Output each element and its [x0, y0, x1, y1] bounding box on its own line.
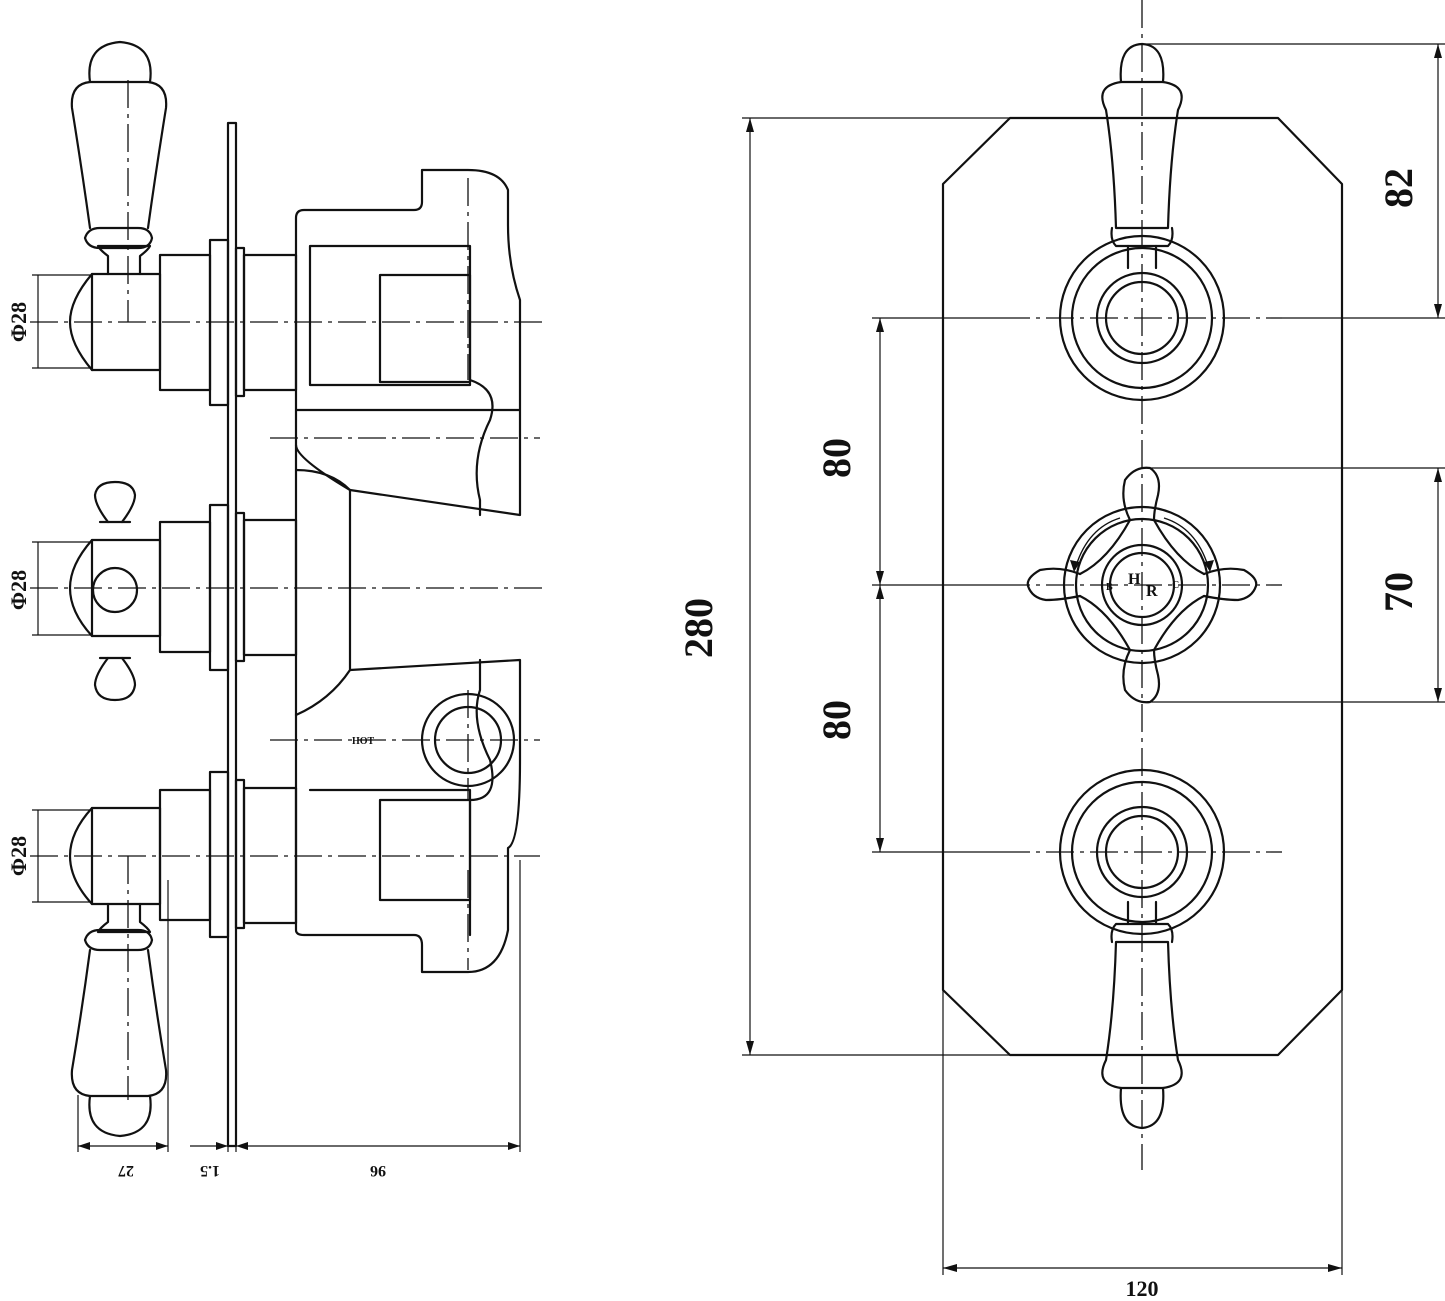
dim-dia-top: Φ28	[6, 274, 92, 369]
dim-depths: 27 1.5 96	[77, 860, 521, 1179]
svg-text:80: 80	[814, 700, 859, 740]
dim-control-span: 70	[1142, 467, 1445, 703]
wall-plate	[226, 121, 238, 1148]
front-view: H R C B 280	[676, 0, 1445, 1301]
dim-height: 280	[676, 117, 1010, 1056]
svg-text:80: 80	[814, 438, 859, 478]
top-lever-handle	[1101, 42, 1183, 270]
svg-text:R: R	[1146, 583, 1158, 600]
svg-text:C: C	[1172, 580, 1179, 591]
svg-text:120: 120	[1126, 1276, 1159, 1301]
svg-text:70: 70	[1376, 572, 1421, 612]
svg-text:96: 96	[370, 1162, 386, 1179]
svg-text:82: 82	[1376, 168, 1421, 208]
dim-top-offset: 82	[1142, 43, 1445, 319]
dim-spacing: 80 80	[814, 317, 1002, 853]
svg-text:B: B	[1106, 582, 1113, 593]
dim-dia-mid: Φ28	[6, 541, 92, 636]
svg-text:1.5: 1.5	[200, 1162, 220, 1179]
dim-width: 120	[942, 990, 1343, 1301]
svg-text:Φ28: Φ28	[6, 570, 31, 610]
upper-lever-handle	[70, 40, 168, 276]
middle-cross-handle	[91, 480, 139, 702]
svg-text:27: 27	[118, 1162, 134, 1179]
svg-text:H: H	[1128, 571, 1141, 588]
front-plate	[941, 116, 1344, 1057]
lower-lever-handle	[70, 902, 168, 1138]
dim-dia-bot: Φ28	[6, 809, 92, 903]
lower-spindle	[68, 770, 298, 939]
hot-label: HOT	[352, 736, 375, 747]
svg-text:Φ28: Φ28	[6, 836, 31, 876]
svg-text:280: 280	[676, 598, 721, 658]
valve-body-outline	[294, 168, 522, 974]
side-view: HOT	[6, 40, 548, 1179]
svg-text:Φ28: Φ28	[6, 302, 31, 342]
